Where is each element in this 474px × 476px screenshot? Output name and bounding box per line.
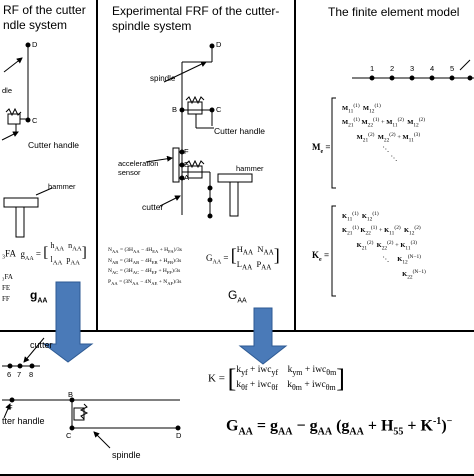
left-hammer-label: hammer <box>48 182 76 191</box>
middle-node-a-label: A <box>184 173 190 182</box>
middle-hammer-label: hammer <box>236 164 264 173</box>
middle-node-d-label: D <box>216 40 222 49</box>
middle-cutter-handle-label: Cutter handle <box>214 126 266 136</box>
middle-spindle-label: spindle <box>150 74 176 83</box>
left-node-c-label: C <box>32 116 38 125</box>
left-g-aa-sub: AA <box>37 297 48 305</box>
middle-schematic <box>145 43 253 219</box>
right-k-matrix: K11(1) K12(1) K21(1) K22(1) + K11(2) K12… <box>342 211 426 281</box>
left-panel-title-line2: ndle system <box>3 18 68 32</box>
right-m-sub: e <box>320 148 324 155</box>
middle-cutter-label: cutter <box>142 202 164 212</box>
left-node-d-label: D <box>32 40 38 49</box>
bottom-node-8: 8 <box>29 370 34 379</box>
right-node-1: 1 <box>370 64 375 73</box>
right-panel-title: The finite element model <box>328 5 460 19</box>
bottom-node-6: 6 <box>7 370 12 379</box>
middle-node-c-label: C <box>216 105 222 114</box>
left-g-aa-letter: g <box>30 288 38 302</box>
right-schematic <box>331 59 474 297</box>
middle-panel-title-line2: spindle system <box>112 19 192 33</box>
bottom-node-c: C <box>66 431 72 440</box>
left-panel-title-line1: RF of the cutter <box>3 3 86 17</box>
right-k-letter: K <box>312 250 320 260</box>
bottom-final-equation: GAA = gAA − gAA (gAA + H55 + K-1)− <box>226 416 453 438</box>
middle-node-b-label: B <box>172 105 178 114</box>
bottom-cutter-label: cutter <box>30 340 53 350</box>
middle-G-aa-sub: AA <box>237 297 247 305</box>
bottom-spindle-label: spindle <box>112 450 141 460</box>
left-g-aa-label: gAA <box>30 288 47 304</box>
left-dle-label: dle <box>2 86 13 95</box>
left-cutter-handle-label: Cutter handle <box>28 140 80 150</box>
bottom-node-7: 7 <box>17 370 22 379</box>
bottom-handle-label: tter handle <box>2 416 45 426</box>
middle-node-e-label: E <box>184 160 190 169</box>
right-m-label: Me = <box>312 142 331 155</box>
right-k-label: Ke = <box>312 250 330 263</box>
bottom-K-lhs: K = <box>208 372 225 385</box>
blue-arrow-left <box>42 281 94 363</box>
right-node-2: 2 <box>390 64 395 73</box>
middle-node-f-label: F <box>184 147 189 156</box>
right-node-3: 3 <box>410 64 415 73</box>
middle-panel-title-line1: Experimental FRF of the cutter- <box>112 4 280 18</box>
bottom-node-d: D <box>176 431 182 440</box>
bottom-node-b: B <box>68 390 74 399</box>
right-node-5: 5 <box>450 64 455 73</box>
middle-G-aa-letter: G <box>228 288 238 302</box>
right-node-4: 4 <box>430 64 435 73</box>
middle-G-aa-label: GAA <box>228 288 247 304</box>
bottom-schematic <box>2 337 181 449</box>
right-m-matrix: M11(1) M12(1) M21(1) M22(1) + M11(2) M12… <box>342 103 426 163</box>
middle-sensor-label: sensor <box>118 168 141 177</box>
middle-n-equations: NAA = (3HAA − 4HEA + HFA)/3s NAB = (3HAB… <box>108 247 182 286</box>
left-schematic <box>1 42 53 238</box>
blue-arrow-middle <box>238 307 288 365</box>
right-k-sub: e <box>319 256 322 263</box>
middle-acceleration-label: acceleration <box>118 159 159 168</box>
right-panel <box>294 0 474 332</box>
right-m-letter: M <box>312 142 321 152</box>
bottom-node-f: F <box>8 403 13 412</box>
